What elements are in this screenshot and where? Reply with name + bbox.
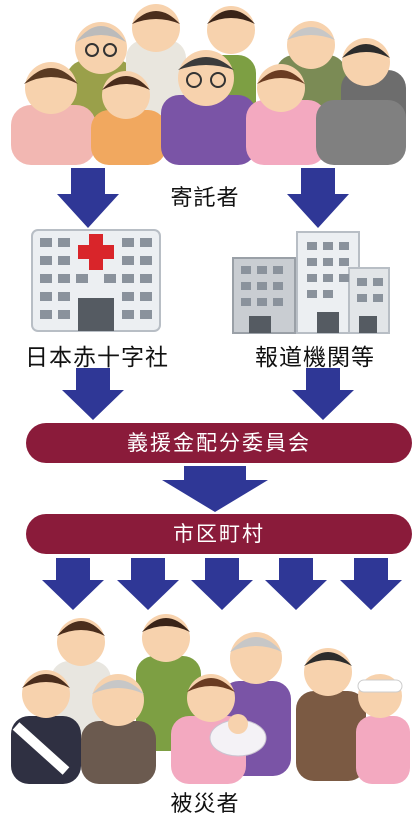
arrow-down-icon xyxy=(117,558,179,610)
arrow-down-icon xyxy=(57,168,119,228)
victims-illustration xyxy=(11,614,410,784)
hospital-building-icon xyxy=(31,229,161,332)
arrow-down-icon xyxy=(191,558,253,610)
arrow-down-icon xyxy=(287,168,349,228)
red-cross-label: 日本赤十字社 xyxy=(25,345,169,371)
arrow-down-icon xyxy=(292,368,354,420)
donors-illustration xyxy=(11,4,406,165)
office-buildings-icon xyxy=(232,231,390,334)
arrow-down-icon xyxy=(265,558,327,610)
victims-label: 被災者 xyxy=(170,792,240,817)
donors-label: 寄託者 xyxy=(170,186,240,211)
municipality-banner: 市区町村 xyxy=(26,514,412,554)
arrow-down-icon xyxy=(42,558,104,610)
media-label: 報道機関等 xyxy=(255,345,375,371)
arrow-down-icon xyxy=(340,558,402,610)
committee-banner: 義援金配分委員会 xyxy=(26,423,412,463)
arrow-down-icon xyxy=(162,466,268,512)
arrow-down-icon xyxy=(62,368,124,420)
